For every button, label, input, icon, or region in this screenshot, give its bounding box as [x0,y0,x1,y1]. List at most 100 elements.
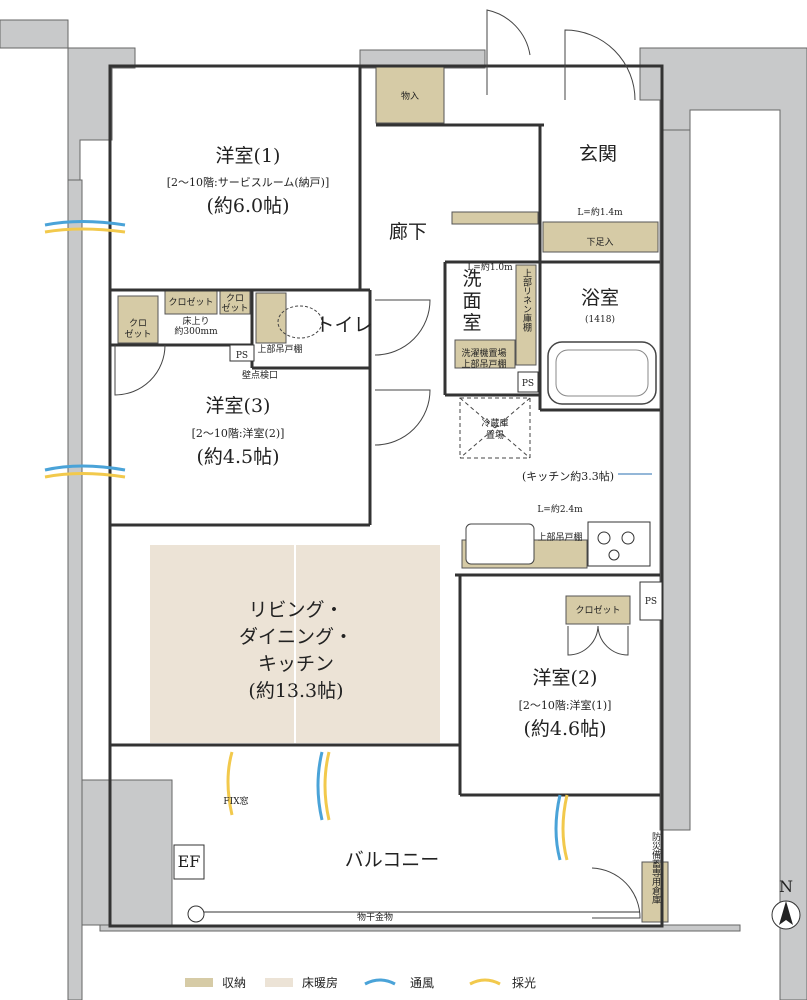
ventilation-mark-1 [44,220,126,227]
w2-note: [2～10階:洋室(1)] [519,698,612,712]
wall-balcony-left [81,779,173,926]
door-ldk [374,389,431,446]
door-w3 [114,344,166,396]
toilet-label: トイレ [315,314,372,336]
drain [187,905,205,923]
w2-size: (約4.6帖) [523,718,606,740]
storage-closet-w3 [117,295,159,344]
storage-shoe [542,221,659,253]
ps-label-3: PS [645,597,657,607]
wall-left-strip [67,179,83,1000]
daylight-mark-1 [44,227,126,234]
balcony-label: バルコニー [345,849,440,871]
washroom-c1: 洗 [462,268,481,290]
legend-swatch-floorheat [265,978,293,987]
disaster-label: 防災備蓄専用倉庫 [650,831,661,905]
wash-upper-label: 上部吊戸棚 [461,358,506,370]
w3-size: (約4.5帖) [196,446,279,468]
storage-closet-w1b [219,289,251,315]
door-corridor [374,299,431,356]
kitchen-sink [465,523,535,565]
storage-wash-top [451,211,539,225]
hanger-label: 物干金物 [357,911,393,923]
ldk-line3: キッチン [258,653,334,675]
closet-small-a: クロ [226,293,244,304]
wall-left-top [0,19,136,181]
monoire-label: 物入 [401,90,419,102]
bathtub [547,341,657,405]
legend-storage: 収納 [222,976,246,990]
ldk-line2: ダイニング・ [239,626,353,648]
bath-label: 浴室 [581,287,619,309]
ventilation-mark-4 [316,751,324,821]
storage-closet-w2 [565,595,631,625]
floor-raise-b: 約300mm [174,325,218,337]
storage-linen [515,264,537,366]
toilet-upper-label: 上部吊戸棚 [257,343,302,355]
w3-note: [2～10階:洋室(2)] [192,426,285,440]
shoe-length: L=約1.4m [577,206,623,218]
corridor-label: 廊下 [389,221,427,243]
kitchen-length: L=約2.4m [537,503,583,515]
ef-unit [173,844,205,880]
wash-length: L=約1.0m [467,261,513,273]
closet-small-b: ゼット [221,302,248,314]
daylight-mark-4 [323,751,331,821]
legend-swatch-storage [185,978,213,987]
w1-name: 洋室(1) [216,145,281,167]
ps-label-1: PS [236,351,248,361]
legend-swatch-daylight [469,978,501,986]
w1-size: (約6.0帖) [206,195,289,217]
legend-daylight: 採光 [512,976,536,990]
kitchen-label: (キッチン約3.3帖) [522,469,614,483]
step-label: 下足入 [586,237,613,248]
closet-w3-a: クロ [129,318,147,329]
ventilation-mark-5 [554,794,562,861]
w3-name: 洋室(3) [206,395,271,417]
closet-w3-b: ゼット [124,328,151,340]
ps-box-2 [517,371,539,393]
entrance-label: 玄関 [579,143,617,165]
daylight-mark-5 [561,794,569,861]
ventilation-mark-2 [44,464,126,472]
kitchen-upper-label: 上部吊戸棚 [537,531,582,543]
w2-name: 洋室(2) [533,667,598,689]
linen-label: 上部リネン庫棚 [521,268,532,332]
stove [587,521,651,567]
storage-closet-w1a [164,289,218,315]
ldk-size: (約13.3帖) [248,680,343,702]
washroom-c2: 面 [462,290,481,312]
legend: 収納 床暖房 通風 採光 [185,975,536,990]
washer-label: 洗濯機置場 [461,347,506,359]
door-w2-closet-a [567,625,599,656]
door-w2-closet-b [597,625,629,656]
daylight-mark-2 [44,472,126,479]
ef-label: EF [178,852,201,871]
closet-w2-label: クロゼット [575,604,620,616]
storage-disaster [641,861,669,923]
washroom-c3: 室 [462,312,481,334]
legend-swatch-ventilation [364,978,396,986]
fridge-space [459,397,531,459]
storage-toilet-shelf [255,292,287,344]
ps-box-3 [639,581,663,621]
interior-outline [108,64,664,928]
closet-w1-label: クロゼット [168,296,213,308]
north-label: N [779,877,793,896]
door-entrance-b [486,9,531,95]
bath-size: (1418) [585,314,615,325]
toilet-bowl [277,305,323,339]
north-arrow [771,900,801,930]
storage-washer-upper [454,339,516,369]
door-entrance [564,29,636,101]
wall-right-strip [659,129,691,831]
fix-window-label: FIX窓 [223,795,248,807]
w1-note: [2～10階:サービスルーム(納戸)] [167,175,330,189]
fridge-label-a: 冷蔵庫 [481,417,508,429]
ps-box-1 [229,344,255,362]
ps-label-2: PS [522,379,534,389]
inspection-label: 壁点検口 [242,369,278,381]
legend-ventilation: 通風 [410,976,434,990]
ldk-line1: リビング・ [248,599,343,621]
